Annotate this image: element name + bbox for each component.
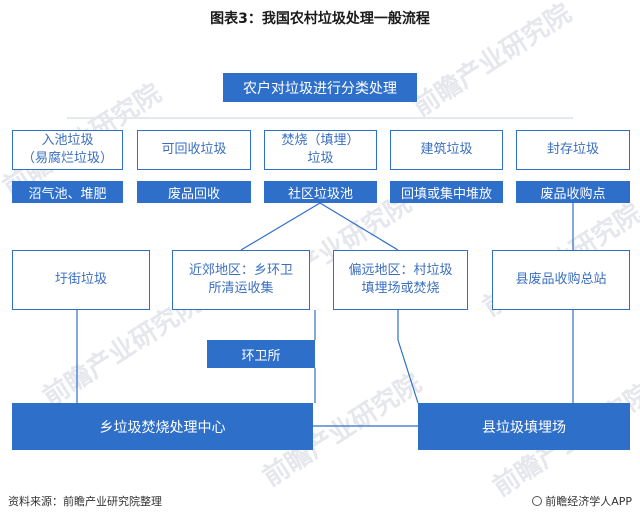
category-node-sealed: 封存垃圾 xyxy=(516,130,630,170)
category-node-recyclable: 可回收垃圾 xyxy=(137,130,251,170)
method-node-recycling-point: 废品收购点 xyxy=(516,181,630,203)
incineration-center-node: 乡垃圾焚烧处理中心 xyxy=(12,403,313,450)
method-node-biogas: 沼气池、堆肥 xyxy=(12,181,123,203)
method-node-backfill: 回填或集中堆放 xyxy=(390,181,503,203)
method-node-community-pool: 社区垃圾池 xyxy=(264,181,377,203)
category-node-incineration: 焚烧（填埋） 垃圾 xyxy=(264,130,377,170)
brand-footer: 前瞻经济学人APP xyxy=(532,493,632,509)
category-node-construction: 建筑垃圾 xyxy=(390,130,503,170)
market-waste-node: 圩街垃圾 xyxy=(12,250,150,310)
remote-node: 偏远地区：村垃圾 填埋场或焚烧 xyxy=(333,250,468,310)
root-node: 农户对垃圾进行分类处理 xyxy=(223,73,417,102)
brand-logo-icon xyxy=(532,496,543,506)
method-node-recycling: 废品回收 xyxy=(137,181,251,203)
brand-label: 前瞻经济学人APP xyxy=(545,495,632,508)
county-station-node: 县废品收购总站 xyxy=(492,250,630,310)
source-note: 资料来源：前瞻产业研究院整理 xyxy=(8,495,162,508)
diagram-title: 图表3：我国农村垃圾处理一般流程 xyxy=(210,11,430,27)
sanitation-node: 环卫所 xyxy=(207,340,315,368)
suburban-node: 近郊地区：乡环卫 所清运收集 xyxy=(172,250,310,310)
category-node-perishable: 入池垃圾 （易腐烂垃圾） xyxy=(12,130,123,170)
county-landfill-node: 县垃圾填埋场 xyxy=(418,403,630,450)
